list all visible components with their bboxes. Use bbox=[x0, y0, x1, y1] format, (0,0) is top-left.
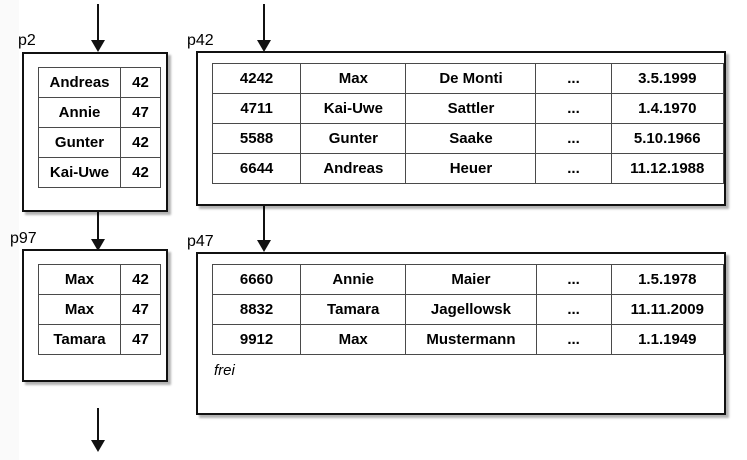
table-row: Andreas 42 bbox=[38, 67, 161, 98]
record-last-cell: Saake bbox=[405, 123, 537, 154]
index-value-cell: 42 bbox=[120, 127, 161, 158]
index-key-cell: Max bbox=[38, 294, 121, 325]
arrow-p97-outgoing bbox=[91, 408, 105, 452]
arrow-into-p42 bbox=[257, 4, 271, 52]
index-key-cell: Kai-Uwe bbox=[38, 157, 121, 188]
page-box-p42[interactable]: 4242 Max De Monti ... 3.5.1999 4711 Kai-… bbox=[196, 51, 726, 206]
record-id-cell: 6644 bbox=[211, 153, 302, 184]
record-more-cell: ... bbox=[535, 153, 612, 184]
table-row: Tamara 47 bbox=[38, 324, 161, 355]
arrow-p42-to-p47 bbox=[257, 206, 271, 252]
table-row: 8832 Tamara Jagellowsk ... 11.11.2009 bbox=[211, 294, 725, 325]
arrow-p2-to-p97 bbox=[91, 211, 105, 251]
table-row: 5588 Gunter Saake ... 5.10.1966 bbox=[211, 123, 725, 154]
record-id-cell: 5588 bbox=[211, 123, 302, 154]
arrow-into-p2 bbox=[91, 4, 105, 52]
record-date-cell: 5.10.1966 bbox=[610, 123, 725, 154]
data-table-p42: 4242 Max De Monti ... 3.5.1999 4711 Kai-… bbox=[211, 63, 725, 184]
record-first-cell: Kai-Uwe bbox=[300, 93, 407, 124]
table-row: Max 47 bbox=[38, 294, 161, 325]
data-table-p47: 6660 Annie Maier ... 1.5.1978 8832 Tamar… bbox=[211, 264, 725, 355]
index-key-cell: Max bbox=[38, 264, 121, 295]
table-row: 6660 Annie Maier ... 1.5.1978 bbox=[211, 264, 725, 295]
index-value-cell: 47 bbox=[120, 97, 161, 128]
record-date-cell: 1.1.1949 bbox=[610, 324, 725, 355]
record-last-cell: Mustermann bbox=[405, 324, 537, 355]
record-last-cell: Sattler bbox=[405, 93, 537, 124]
page-box-p47[interactable]: 6660 Annie Maier ... 1.5.1978 8832 Tamar… bbox=[196, 252, 726, 415]
index-key-cell: Tamara bbox=[38, 324, 121, 355]
page-label-p2: p2 bbox=[18, 32, 36, 49]
record-first-cell: Tamara bbox=[300, 294, 407, 325]
record-id-cell: 9912 bbox=[211, 324, 302, 355]
record-first-cell: Annie bbox=[300, 264, 407, 295]
record-id-cell: 6660 bbox=[211, 264, 302, 295]
record-id-cell: 4711 bbox=[211, 93, 302, 124]
record-more-cell: ... bbox=[535, 93, 612, 124]
table-row: 4711 Kai-Uwe Sattler ... 1.4.1970 bbox=[211, 93, 725, 124]
page-box-p2[interactable]: Andreas 42 Annie 47 Gunter 42 Kai-Uwe 42 bbox=[22, 52, 168, 212]
index-value-cell: 47 bbox=[120, 294, 161, 325]
index-value-cell: 47 bbox=[120, 324, 161, 355]
table-row: Max 42 bbox=[38, 264, 161, 295]
record-first-cell: Andreas bbox=[300, 153, 407, 184]
index-key-cell: Andreas bbox=[38, 67, 121, 98]
page-label-p42: p42 bbox=[187, 32, 214, 49]
record-date-cell: 11.11.2009 bbox=[610, 294, 725, 325]
record-more-cell: ... bbox=[535, 123, 612, 154]
record-last-cell: Jagellowsk bbox=[405, 294, 537, 325]
page-box-p97[interactable]: Max 42 Max 47 Tamara 47 bbox=[22, 249, 168, 382]
record-date-cell: 3.5.1999 bbox=[610, 63, 725, 94]
index-value-cell: 42 bbox=[120, 264, 161, 295]
record-first-cell: Gunter bbox=[300, 123, 407, 154]
index-key-cell: Annie bbox=[38, 97, 121, 128]
record-id-cell: 4242 bbox=[211, 63, 302, 94]
record-more-cell: ... bbox=[535, 324, 612, 355]
record-date-cell: 1.5.1978 bbox=[610, 264, 725, 295]
record-id-cell: 8832 bbox=[211, 294, 302, 325]
table-row: 4242 Max De Monti ... 3.5.1999 bbox=[211, 63, 725, 94]
table-row: Gunter 42 bbox=[38, 127, 161, 158]
record-more-cell: ... bbox=[535, 63, 612, 94]
record-more-cell: ... bbox=[535, 264, 612, 295]
table-row: 6644 Andreas Heuer ... 11.12.1988 bbox=[211, 153, 725, 184]
record-more-cell: ... bbox=[535, 294, 612, 325]
record-first-cell: Max bbox=[300, 63, 407, 94]
page-label-p47: p47 bbox=[187, 233, 214, 250]
table-row: 9912 Max Mustermann ... 1.1.1949 bbox=[211, 324, 725, 355]
index-key-cell: Gunter bbox=[38, 127, 121, 158]
index-table-p2: Andreas 42 Annie 47 Gunter 42 Kai-Uwe 42 bbox=[38, 67, 161, 188]
table-row: Annie 47 bbox=[38, 97, 161, 128]
index-value-cell: 42 bbox=[120, 67, 161, 98]
record-last-cell: Maier bbox=[405, 264, 537, 295]
page-left-margin-band bbox=[0, 0, 19, 460]
record-first-cell: Max bbox=[300, 324, 407, 355]
free-space-label: frei bbox=[214, 362, 235, 379]
record-date-cell: 1.4.1970 bbox=[610, 93, 725, 124]
table-row: Kai-Uwe 42 bbox=[38, 157, 161, 188]
index-table-p97: Max 42 Max 47 Tamara 47 bbox=[38, 264, 161, 355]
record-date-cell: 11.12.1988 bbox=[610, 153, 725, 184]
record-last-cell: De Monti bbox=[405, 63, 537, 94]
page-label-p97: p97 bbox=[10, 230, 37, 247]
record-last-cell: Heuer bbox=[405, 153, 537, 184]
index-value-cell: 42 bbox=[120, 157, 161, 188]
